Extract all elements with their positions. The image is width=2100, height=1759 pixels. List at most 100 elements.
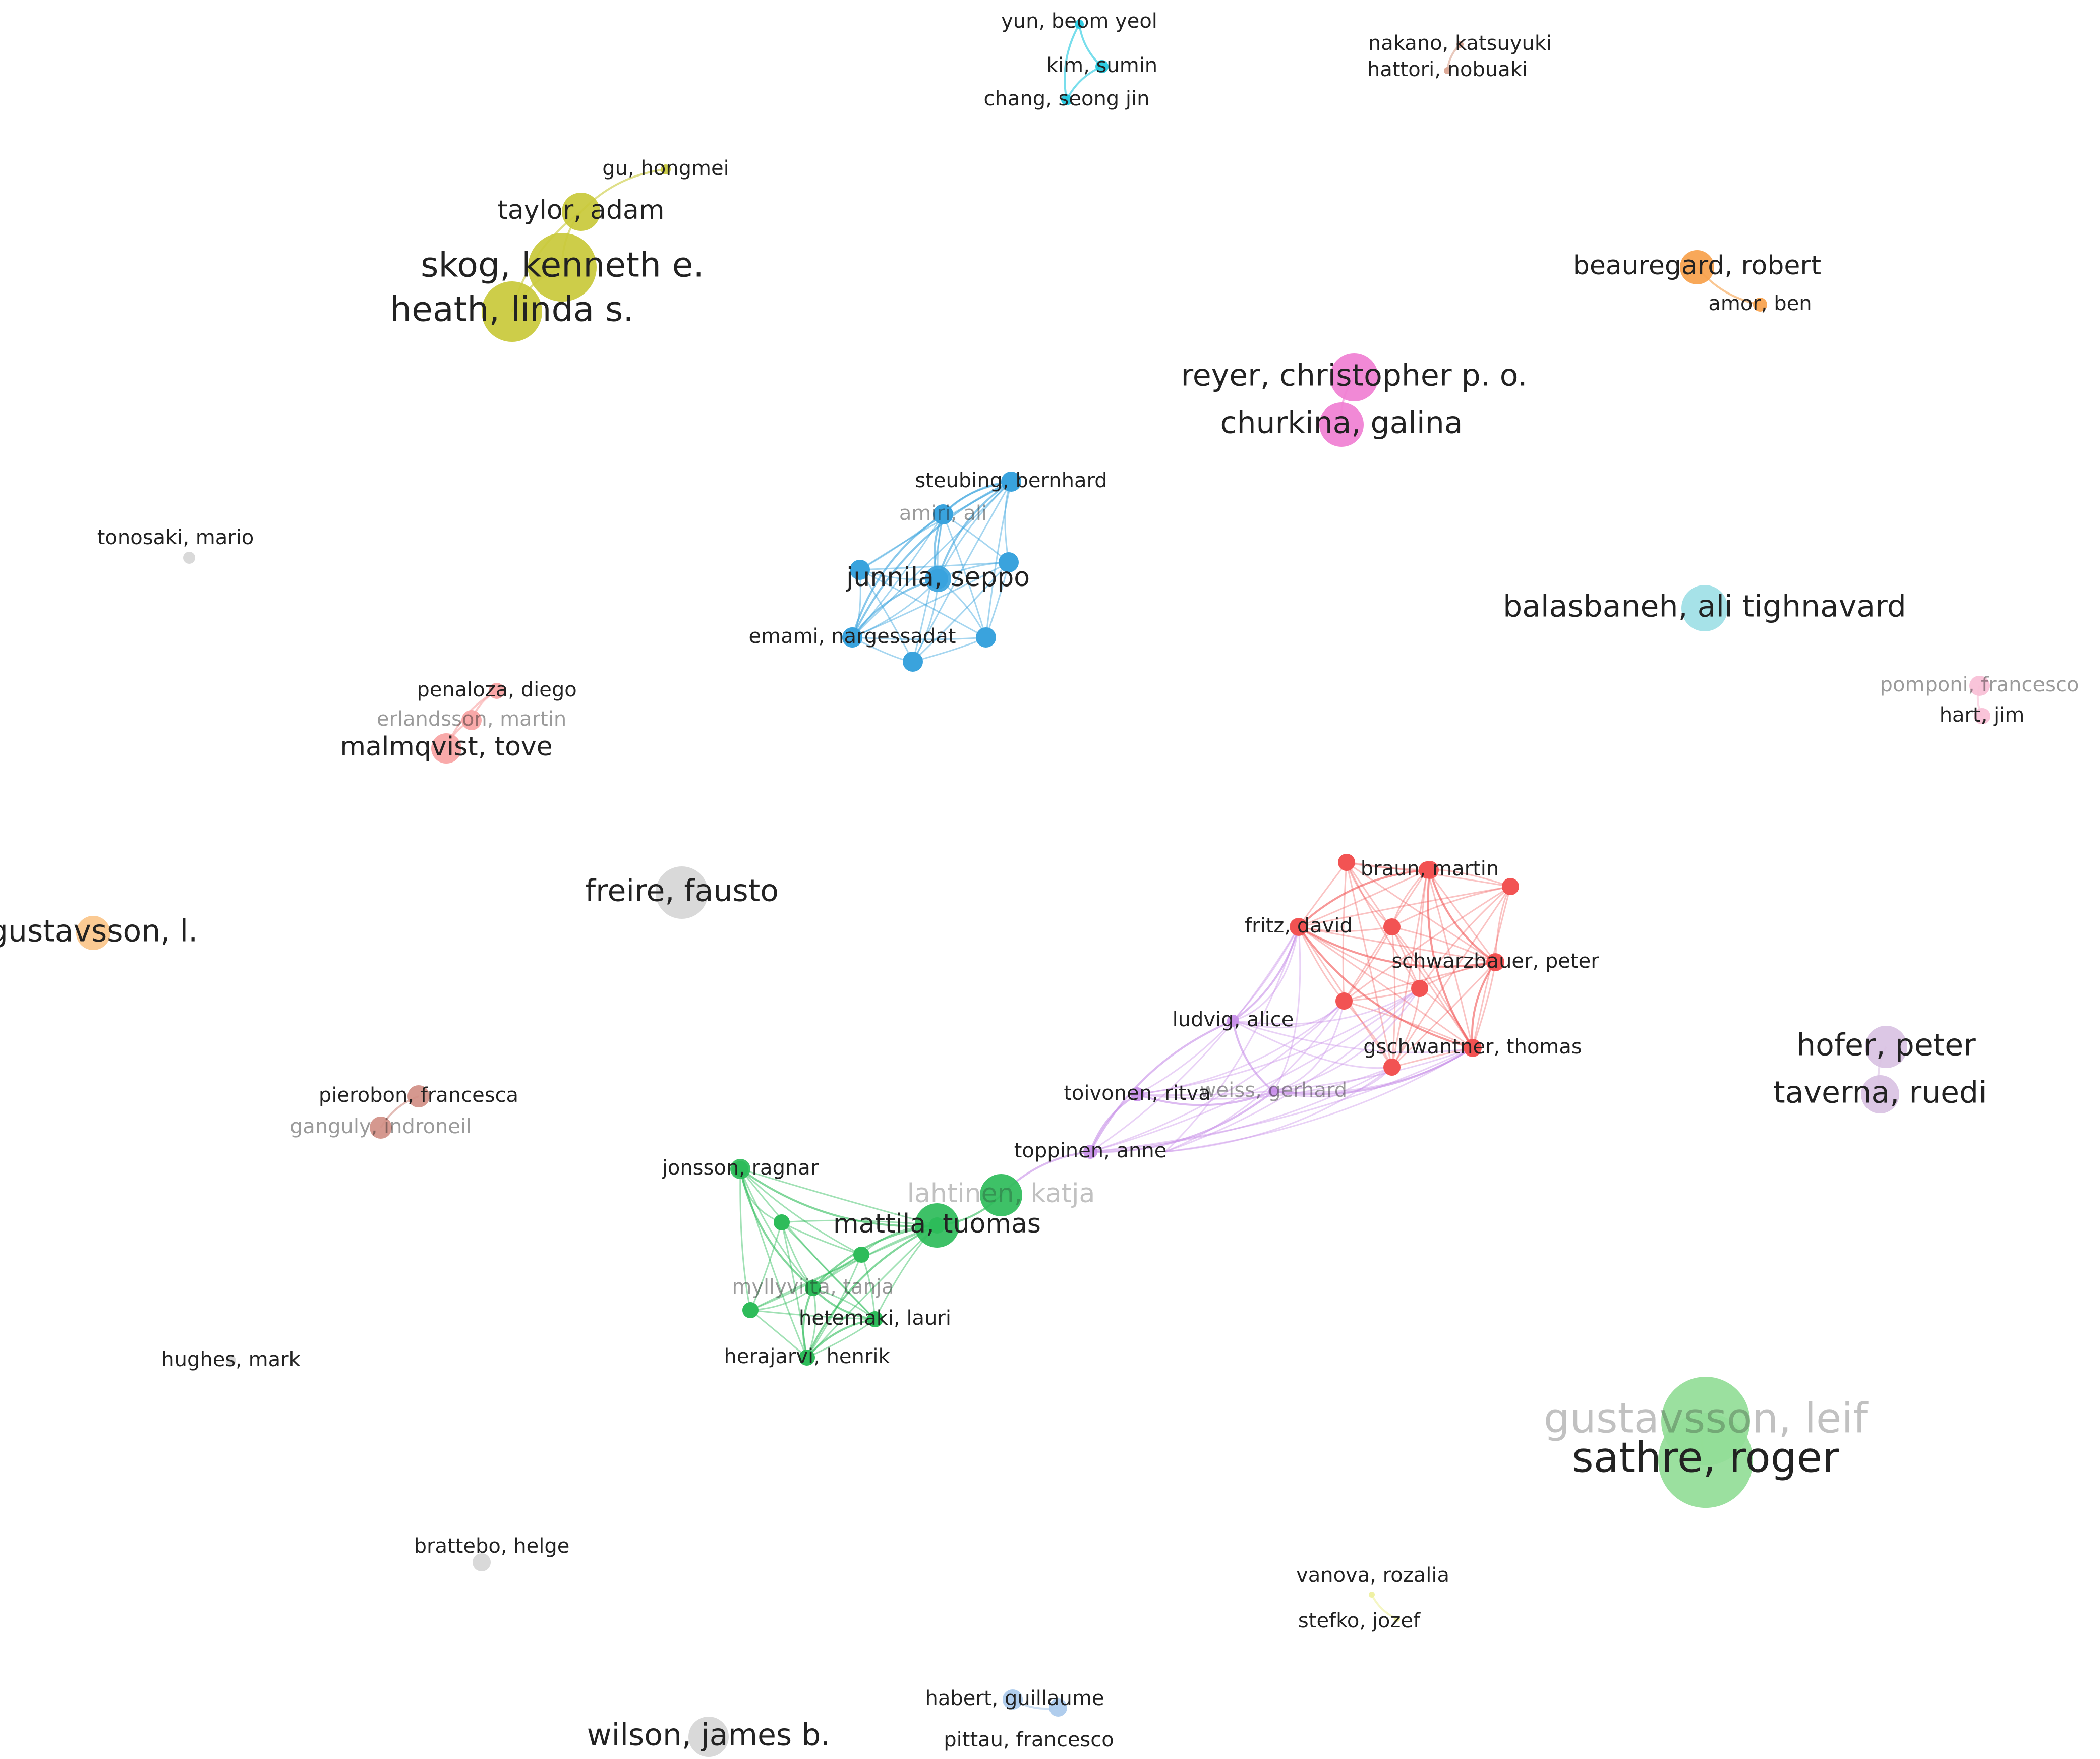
link-purple-bridge [1273, 1001, 1345, 1092]
link-schwarzbauer-peter-gschwantner-thomas [1471, 961, 1496, 1048]
node-red-cluster-point[interactable] [1383, 1059, 1401, 1076]
node-blue-cluster-point[interactable] [850, 560, 870, 580]
node-jonsson-ragnar[interactable] [730, 1159, 750, 1179]
link-blue-mesh [859, 513, 944, 571]
node-weiss-gerhard[interactable] [1268, 1086, 1278, 1096]
node-toivonen-ritva[interactable] [1130, 1087, 1144, 1101]
link-braun-martin-gschwantner-thomas [1427, 869, 1474, 1049]
node-junnila-seppo[interactable] [925, 566, 951, 592]
node-yun-beom-yeol[interactable] [1075, 20, 1084, 29]
node-green-cluster-point[interactable] [742, 1302, 759, 1318]
node-green-cluster-point[interactable] [853, 1247, 869, 1263]
node-reyer-christopher-p-o[interactable] [1330, 353, 1378, 401]
node-blue-cluster-point[interactable] [903, 652, 923, 672]
node-nakano-katsuyuki[interactable] [1456, 41, 1464, 48]
node-myllyviita-tanja[interactable] [806, 1281, 820, 1295]
link-myllyviita-tanja-hetemaki-lauri [812, 1287, 876, 1320]
node-herajarvi-henrik[interactable] [801, 1352, 813, 1364]
node-hetemaki-lauri[interactable] [868, 1312, 882, 1326]
node-hart-jim[interactable] [1974, 708, 1990, 724]
node-malmqvist-tove[interactable] [431, 733, 461, 764]
node-blue-cluster-point[interactable] [976, 627, 996, 648]
node-sathre-roger[interactable] [1658, 1413, 1753, 1508]
node-freire-fausto[interactable] [656, 866, 708, 919]
node-kim-sumin[interactable] [1095, 60, 1109, 73]
node-green-cluster-point[interactable] [774, 1214, 790, 1230]
node-hattori-nobuaki[interactable] [1444, 67, 1451, 74]
node-pomponi-francesco[interactable] [1969, 676, 1990, 696]
node-churkina-galina[interactable] [1319, 402, 1364, 447]
node-ganguly-indroneil[interactable] [370, 1117, 392, 1139]
node-vanova-rozalia[interactable] [1369, 1592, 1375, 1598]
node-fritz-david[interactable] [1290, 918, 1308, 936]
link-green-mesh [750, 1309, 876, 1320]
node-pittau-francesco[interactable] [1049, 1698, 1067, 1717]
node-ludvig-alice[interactable] [1227, 1015, 1239, 1027]
node-schwarzbauer-peter[interactable] [1486, 953, 1504, 971]
link-red-mesh [1346, 861, 1496, 963]
label-herajarvi-henrik: herajarvi, henrik [724, 1345, 890, 1368]
link-purple-bridge [1137, 1000, 1345, 1095]
label-braun-martin: braun, martin [1361, 857, 1499, 881]
node-steubing-bernhard[interactable] [1002, 473, 1020, 491]
nodes-layer [76, 20, 1990, 1757]
node-red-cluster-point[interactable] [1383, 918, 1401, 935]
node-heath-linda-s[interactable] [482, 281, 542, 342]
node-toppinen-anne[interactable] [1083, 1145, 1097, 1159]
node-erlandsson-martin[interactable] [461, 710, 482, 730]
node-blue-cluster-point[interactable] [999, 552, 1019, 572]
node-amiri-ali[interactable] [934, 505, 952, 523]
link-red-mesh [1346, 862, 1474, 1048]
link-purple-bridge [1164, 1001, 1345, 1153]
link-purple-bridge [1273, 1066, 1393, 1098]
node-emami-nargessadat[interactable] [842, 627, 862, 648]
label-myllyviita-tanja: myllyviita, tanja [732, 1275, 894, 1299]
link-red-mesh [1298, 869, 1428, 928]
link-green-mesh [739, 1168, 876, 1320]
link-red-mesh [1346, 862, 1421, 989]
node-skog-kenneth-e[interactable] [528, 233, 597, 302]
link-purple-bridge [1137, 1047, 1473, 1096]
link-red-mesh [1298, 926, 1473, 1049]
node-red-cluster-point[interactable] [1502, 878, 1519, 895]
link-red-mesh [1391, 886, 1511, 928]
node-gschwantner-thomas[interactable] [1464, 1039, 1482, 1057]
node-chang-seong-jin[interactable] [1061, 94, 1072, 105]
node-taylor-adam[interactable] [562, 193, 600, 231]
node-beauregard-robert[interactable] [1680, 250, 1714, 284]
link-purple-bridge [1164, 1066, 1392, 1153]
node-lahtinen-katja[interactable] [980, 1174, 1022, 1216]
node-braun-martin[interactable] [1421, 861, 1439, 879]
label-erlandsson-martin: erlandsson, martin [377, 708, 566, 731]
node-hughes-mark[interactable] [226, 1356, 236, 1366]
node-mattila-tuomas[interactable] [915, 1203, 959, 1248]
link-purple-bridge [1090, 987, 1420, 1153]
node-gu-hongmei[interactable] [661, 164, 671, 174]
node-wilson-james-b[interactable] [688, 1717, 729, 1757]
node-gustavsson-l[interactable] [76, 916, 110, 950]
node-stefko-jozef[interactable] [1394, 1616, 1400, 1622]
node-pierobon-francesca[interactable] [407, 1085, 430, 1107]
node-habert-guillaume[interactable] [1003, 1689, 1023, 1710]
label-brattebo-helge: brattebo, helge [414, 1535, 570, 1558]
link-red-mesh [1426, 869, 1496, 963]
node-amor-ben[interactable] [1753, 298, 1767, 312]
link-jonsson-ragnar-myllyviita-tanja [739, 1168, 814, 1289]
node-red-cluster-point[interactable] [1335, 992, 1353, 1010]
node-penaloza-diego[interactable] [489, 683, 505, 699]
label-yun-beom-yeol: yun, beom yeol [1001, 10, 1157, 33]
link-purple-bridge [1233, 926, 1300, 1022]
node-balasbaneh-ali-tighnavard[interactable] [1681, 585, 1728, 631]
node-tonosaki-mario[interactable] [183, 552, 195, 564]
link-jonsson-ragnar-mattila-tuomas [739, 1168, 938, 1227]
node-taverna-ruedi[interactable] [1861, 1075, 1899, 1113]
label-tonosaki-mario: tonosaki, mario [97, 526, 254, 549]
node-red-cluster-point[interactable] [1338, 854, 1355, 871]
node-hofer-peter[interactable] [1865, 1026, 1907, 1068]
label-mattila-tuomas: mattila, tuomas [833, 1209, 1041, 1239]
link-amiri-ali-emami-nargessadat [851, 513, 944, 638]
link-purple-bridge [1090, 1000, 1345, 1153]
label-pomponi-francesco: pomponi, francesco [1880, 673, 2079, 696]
node-red-cluster-point[interactable] [1411, 980, 1428, 997]
node-brattebo-helge[interactable] [473, 1553, 491, 1571]
